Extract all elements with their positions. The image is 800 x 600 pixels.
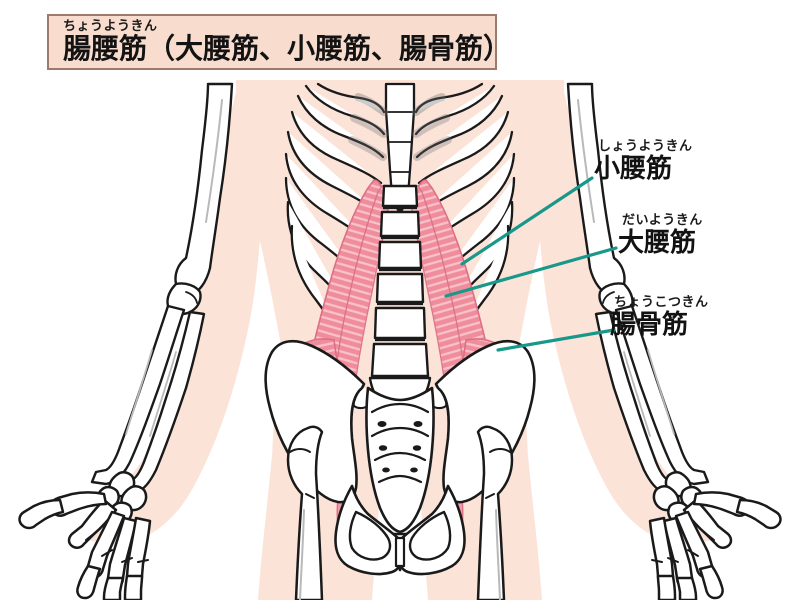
leader-lines <box>444 176 618 352</box>
arm-left <box>90 82 234 496</box>
femur-bones <box>286 425 514 600</box>
hand-left <box>18 471 152 600</box>
page-title: 腸腰筋（大腰筋、小腰筋、腸骨筋） <box>63 33 512 64</box>
label-daiyokin-text: 大腰筋 <box>618 227 697 257</box>
label-daiyokin-furigana: だいようきん <box>622 212 703 227</box>
label-shoyokin-text: 小腰筋 <box>594 153 673 183</box>
pelvis <box>264 339 536 576</box>
arm-right <box>566 82 710 496</box>
leader-line-daiyokin <box>444 246 618 298</box>
label-chokotsukin-furigana: ちょうこつきん <box>614 294 709 309</box>
title-box: ちょうようきん 腸腰筋（大腰筋、小腰筋、腸骨筋） <box>47 14 512 70</box>
hand-right <box>648 471 782 600</box>
label-shoyokin-furigana: しょうようきん <box>598 138 693 153</box>
title-furigana: ちょうようきん <box>63 18 158 33</box>
label-daiyokin: だいようきん 大腰筋 <box>618 212 703 258</box>
label-chokotsukin: ちょうこつきん 腸骨筋 <box>610 294 709 340</box>
label-shoyokin: しょうようきん 小腰筋 <box>594 138 693 184</box>
label-chokotsukin-text: 腸骨筋 <box>610 309 689 339</box>
leader-line-chokotsukin <box>496 328 616 352</box>
leader-line-shoyokin <box>460 176 594 266</box>
